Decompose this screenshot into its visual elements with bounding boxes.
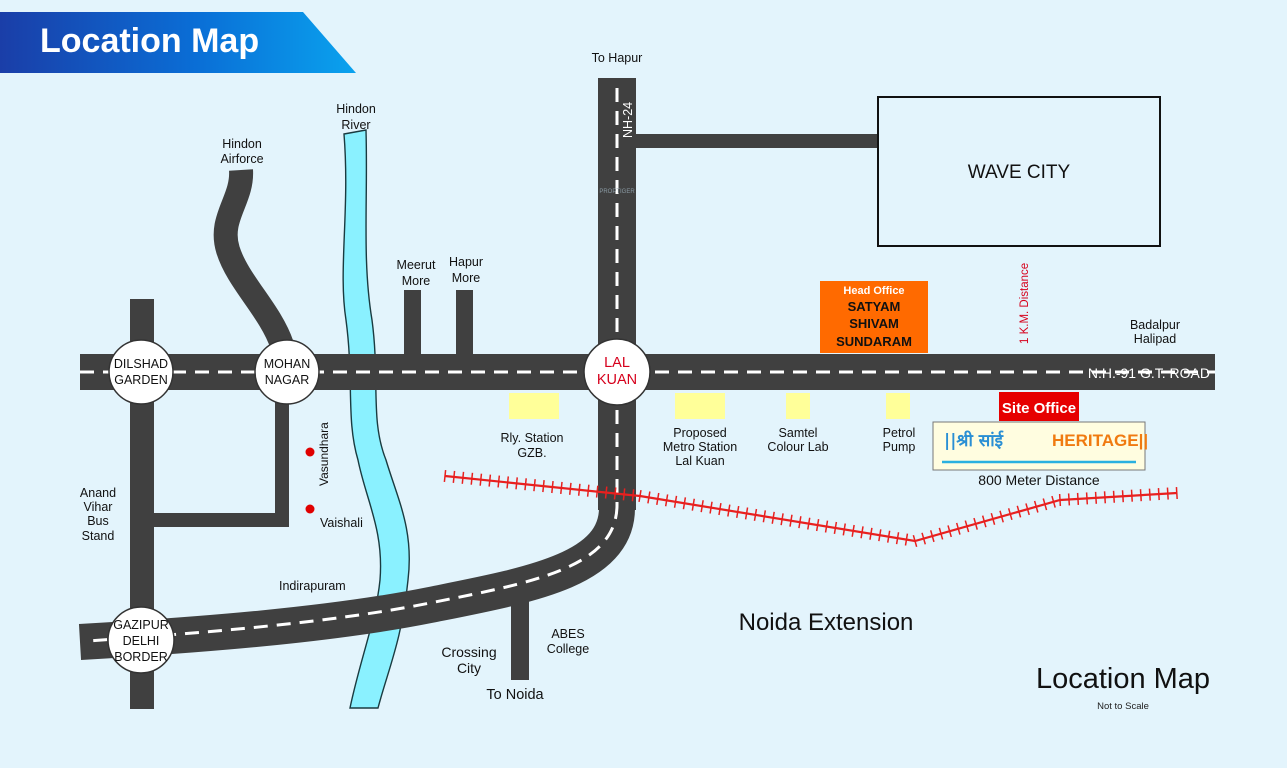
landmark-metro-station: Proposed Metro Station Lal Kuan bbox=[663, 393, 737, 468]
hindon-airforce-label-2: Airforce bbox=[220, 152, 263, 166]
dilshad-label-1: DILSHAD bbox=[114, 357, 168, 371]
head-office-name-2: SHIVAM bbox=[849, 316, 899, 331]
vasundhara-marker bbox=[305, 447, 315, 457]
one-km-distance-label: 1 K.M. Distance bbox=[1019, 263, 1031, 344]
project-logo-hindi: ||श्री सांई bbox=[944, 430, 1004, 451]
metro-label-3: Lal Kuan bbox=[675, 454, 724, 468]
abes-label-2: College bbox=[547, 642, 589, 656]
crossing-city-label-1: Crossing bbox=[441, 644, 496, 660]
junction-gazipur: GAZIPUR DELHI BORDER bbox=[107, 606, 175, 674]
abes-label-1: ABES bbox=[551, 627, 584, 641]
meerut-more-road bbox=[404, 290, 421, 360]
wave-city-block: WAVE CITY bbox=[877, 96, 1161, 247]
junction-mohan-nagar: MOHAN NAGAR bbox=[254, 339, 320, 405]
gazipur-label-2: DELHI bbox=[123, 634, 160, 648]
hapur-more-road bbox=[456, 290, 473, 360]
petrol-label-2: Pump bbox=[883, 440, 916, 454]
meerut-more-label-2: More bbox=[402, 274, 431, 288]
airforce-road bbox=[213, 169, 294, 350]
legend-subtitle: Not to Scale bbox=[1097, 701, 1149, 712]
junction-lal-kuan: LAL KUAN bbox=[583, 338, 651, 406]
banner-title: Location Map bbox=[40, 22, 259, 60]
anand-vihar-label-1: Anand bbox=[80, 486, 116, 500]
metro-label-1: Proposed bbox=[673, 426, 727, 440]
hapur-more-label-1: Hapur bbox=[449, 255, 483, 269]
mohan-label-2: NAGAR bbox=[265, 373, 309, 387]
to-noida-label: To Noida bbox=[486, 687, 544, 703]
vasundhara-label: Vasundhara bbox=[317, 422, 331, 486]
meerut-more-label-1: Meerut bbox=[397, 258, 436, 272]
vaishali-marker bbox=[305, 504, 315, 514]
project-logo-brand: HERITAGE|| bbox=[1052, 431, 1148, 450]
landmark-rly-station: Rly. Station GZB. bbox=[501, 393, 564, 460]
indirapuram-label: Indirapuram bbox=[279, 579, 346, 593]
hindon-river-label-2: River bbox=[341, 118, 370, 132]
head-office-label: Head Office bbox=[843, 285, 904, 297]
mohan-label-1: MOHAN bbox=[264, 357, 311, 371]
head-office-box: Head Office SATYAM SHIVAM SUNDARAM bbox=[820, 281, 928, 353]
wave-city-road bbox=[615, 134, 879, 148]
anand-vihar-label-3: Bus bbox=[87, 514, 109, 528]
gazipur-label-1: GAZIPUR bbox=[113, 618, 169, 632]
watermark-text: PROPTIGER bbox=[599, 189, 635, 195]
metro-label-2: Metro Station bbox=[663, 440, 737, 454]
samtel-label-2: Colour Lab bbox=[767, 440, 828, 454]
samtel-label-1: Samtel bbox=[779, 426, 818, 440]
rly-station-label-1: Rly. Station bbox=[501, 431, 564, 445]
site-office-badge: Site Office bbox=[999, 392, 1079, 421]
noida-extension-label: Noida Extension bbox=[739, 609, 914, 636]
rly-station-label-2: GZB. bbox=[517, 446, 546, 460]
hindon-river-label-1: Hindon bbox=[336, 102, 376, 116]
anand-vihar-label-4: Stand bbox=[82, 529, 115, 543]
vaishali-connector-road bbox=[142, 513, 289, 527]
hindon-airforce-label-1: Hindon bbox=[222, 137, 262, 151]
junction-dilshad-garden: DILSHAD GARDEN bbox=[108, 339, 174, 405]
vaishali-label: Vaishali bbox=[320, 516, 363, 530]
mohan-vertical-road bbox=[275, 375, 289, 525]
head-office-name-1: SATYAM bbox=[848, 299, 901, 314]
landmark-samtel: Samtel Colour Lab bbox=[767, 393, 829, 454]
head-office-name-3: SUNDARAM bbox=[836, 334, 912, 349]
lal-kuan-label-1: LAL bbox=[604, 355, 630, 371]
nh24-label: NH-24 bbox=[621, 102, 635, 138]
project-logo: ||श्री सांई HERITAGE|| bbox=[932, 421, 1148, 471]
crossing-city-label-2: City bbox=[457, 660, 481, 676]
to-hapur-label: To Hapur bbox=[592, 51, 643, 65]
anand-vihar-label-2: Vihar bbox=[84, 500, 113, 514]
abes-road bbox=[511, 590, 529, 680]
nh91-label: N.H.-91 G.T. ROAD bbox=[1088, 365, 1210, 381]
hapur-more-label-2: More bbox=[452, 271, 481, 285]
gazipur-label-3: BORDER bbox=[114, 650, 167, 664]
petrol-label-1: Petrol bbox=[883, 426, 916, 440]
lal-kuan-label-2: KUAN bbox=[597, 372, 637, 388]
railway-line bbox=[443, 469, 1178, 547]
site-office-label: Site Office bbox=[1002, 400, 1076, 417]
dilshad-label-2: GARDEN bbox=[114, 373, 167, 387]
title-banner: Location Map bbox=[0, 12, 356, 73]
landmark-petrol-pump: Petrol Pump bbox=[883, 393, 916, 454]
eight-hundred-meter-label: 800 Meter Distance bbox=[978, 472, 1100, 488]
badalpur-label-1: Badalpur bbox=[1130, 318, 1180, 332]
badalpur-label-2: Halipad bbox=[1134, 332, 1176, 346]
wave-city-label: WAVE CITY bbox=[968, 162, 1071, 183]
legend-title: Location Map bbox=[1036, 663, 1210, 695]
